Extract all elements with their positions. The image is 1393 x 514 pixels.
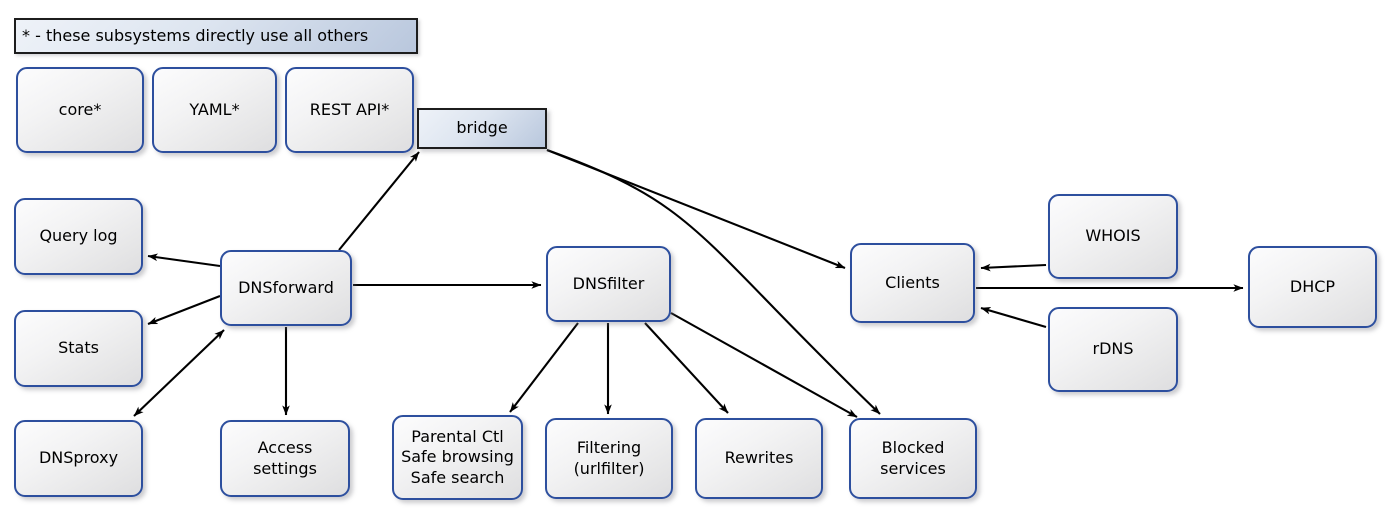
node-label-yaml: YAML* — [189, 99, 240, 119]
node-label-stats: Stats — [58, 338, 99, 358]
node-clients[interactable]: Clients — [850, 243, 975, 323]
node-filtering[interactable]: Filtering (urlfilter) — [545, 418, 673, 499]
node-yaml[interactable]: YAML* — [152, 67, 277, 153]
node-label-dnsforward: DNSforward — [238, 277, 334, 297]
node-whois[interactable]: WHOIS — [1048, 194, 1178, 279]
node-dnsproxy[interactable]: DNSproxy — [14, 420, 143, 497]
node-core[interactable]: core* — [16, 67, 144, 153]
node-label-dnsproxy: DNSproxy — [38, 448, 119, 468]
legend-text: * - these subsystems directly use all ot… — [22, 25, 369, 45]
node-bridge[interactable]: bridge — [417, 108, 547, 149]
node-rdns[interactable]: rDNS — [1048, 307, 1178, 392]
node-label-dhcp: DHCP — [1289, 276, 1336, 296]
node-label-clients: Clients — [885, 272, 940, 292]
node-dnsforward[interactable]: DNSforward — [220, 250, 352, 326]
node-label-dnsfilter: DNSfilter — [572, 273, 645, 293]
node-query-log[interactable]: Query log — [14, 198, 143, 275]
node-blocked-services[interactable]: Blocked services — [849, 418, 977, 499]
node-stats[interactable]: Stats — [14, 310, 143, 387]
legend-note: * - these subsystems directly use all ot… — [14, 18, 418, 54]
node-label-access-settings: Access settings — [253, 438, 317, 478]
edge-dnsforward-dnsproxy — [133, 329, 225, 417]
node-parental-control[interactable]: Parental Ctl Safe browsing Safe search — [392, 415, 523, 500]
node-rewrites[interactable]: Rewrites — [695, 418, 823, 499]
node-label-core: core* — [58, 99, 102, 119]
edge-dnsfilter-rewrites — [644, 322, 729, 414]
edge-dnsfilter-parental — [509, 322, 579, 413]
node-label-whois: WHOIS — [1085, 226, 1141, 246]
node-label-rewrites: Rewrites — [724, 448, 794, 468]
node-label-bridge: bridge — [456, 118, 508, 138]
edge-dnsfilter-blockedservices — [670, 312, 858, 418]
edge-dnsforward-stats — [147, 295, 221, 325]
node-label-blocked-services: Blocked services — [880, 438, 946, 478]
edge-rdns-clients — [980, 306, 1047, 329]
node-rest-api[interactable]: REST API* — [285, 67, 414, 153]
node-label-query-log: Query log — [39, 226, 118, 246]
edge-dnsforward-bridge — [338, 151, 420, 251]
node-dhcp[interactable]: DHCP — [1248, 246, 1377, 328]
edge-whois-clients — [980, 263, 1047, 272]
node-label-rdns: rDNS — [1092, 339, 1134, 359]
edge-dnsforward-querylog — [147, 253, 221, 268]
node-label-rest-api: REST API* — [309, 99, 390, 119]
node-dnsfilter[interactable]: DNSfilter — [546, 246, 671, 322]
node-access-settings[interactable]: Access settings — [220, 420, 350, 497]
node-label-parental-control: Parental Ctl Safe browsing Safe search — [401, 426, 514, 487]
node-label-filtering: Filtering (urlfilter) — [573, 438, 645, 478]
